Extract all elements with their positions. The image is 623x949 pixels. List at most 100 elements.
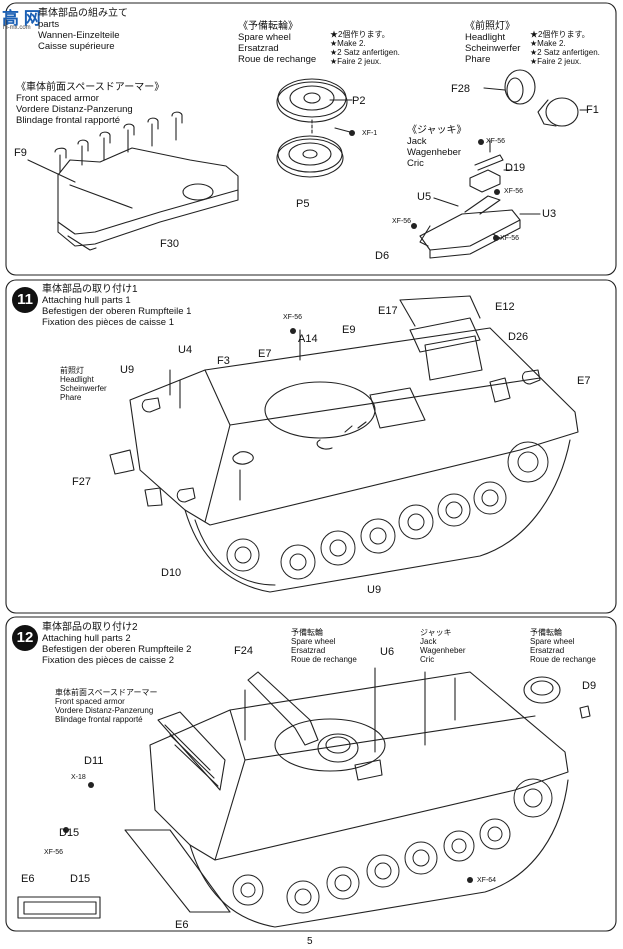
paint-label-xf64: XF-64 (477, 877, 497, 884)
step-11-number: 11 (12, 287, 38, 313)
spare-wheel-caption: 《予備転輪》 Spare wheel Ersatzrad Roue de rec… (238, 21, 316, 65)
paint-label-xf56: XF-56 (504, 188, 524, 195)
headlight-drawing (483, 69, 589, 127)
part-label-u6: U6 (380, 646, 395, 658)
jack-jp: ジャッキ (420, 628, 452, 637)
step-11-jp: 車体部品の取り付け1 (42, 284, 138, 295)
step-11-headlight-caption: 前照灯 Headlight Scheinwerfer Phare (60, 366, 107, 402)
part-label-d6: D6 (375, 250, 390, 262)
step-12-de: Befestigen der oberen Rumpfteile 2 (42, 644, 192, 655)
part-label-f24: F24 (234, 645, 253, 657)
paint-label-x18: X-18 (71, 774, 86, 781)
jack-de: Wagenheber (407, 147, 462, 158)
headlight-caption: 《前照灯》 Headlight Scheinwerfer Phare (465, 21, 520, 65)
note-line: ★Make 2. (330, 39, 366, 48)
hull-parts-de: Wannen-Einzelteile (38, 30, 120, 41)
part-label-d15: D15 (59, 827, 80, 839)
front-armor-en: Front spaced armor (55, 697, 125, 706)
part-label-d19: D19 (505, 162, 526, 174)
paint-dot (290, 328, 296, 334)
paint-dot (493, 235, 499, 241)
step-11-fr: Fixation des pièces de caisse 1 (42, 317, 175, 328)
front-armor-de: Vordere Distanz-Panzerung (16, 104, 133, 115)
part-label-f3: F3 (217, 355, 230, 367)
headlight-en: Headlight (465, 32, 506, 43)
note-line: ★2個作ります。 (530, 30, 590, 39)
spare-wheel-jp: 予備転輪 (291, 628, 323, 637)
jack-caption: 《ジャッキ》 Jack Wagenheber Cric (407, 125, 467, 169)
note-line: ★2 Satz anfertigen. (530, 48, 600, 57)
part-label-d9: D9 (582, 680, 597, 692)
paint-dot (349, 130, 355, 136)
step-12-front-armor-caption: 車体前面スペースドアーマー Front spaced armor Vordere… (55, 688, 158, 724)
part-label-a14: A14 (298, 333, 318, 345)
watermark-logo: 高 网 (2, 9, 41, 28)
front-armor-en: Front spaced armor (16, 93, 99, 104)
paint-label-xf56: XF-56 (500, 235, 520, 242)
step-12-jack-caption: ジャッキ Jack Wagenheber Cric (420, 628, 466, 664)
paint-label-xf56: XF-56 (392, 218, 412, 225)
hull-parts-en: parts (38, 19, 60, 30)
spare-wheel-en: Spare wheel (238, 32, 291, 43)
part-label-e6: E6 (175, 919, 189, 931)
step12-hull-drawing (17, 667, 591, 928)
step-11-de: Befestigen der oberen Rumpfteile 1 (42, 306, 192, 317)
part-label-e9: E9 (342, 324, 356, 336)
part-label-f30: F30 (160, 238, 179, 250)
headlight-jp: 前照灯 (60, 366, 84, 375)
part-label-e12: E12 (495, 301, 515, 313)
paint-dot (411, 223, 417, 229)
part-label-d26: D26 (508, 331, 529, 343)
front-armor-fr: Blindage frontal rapporté (16, 115, 121, 126)
part-label-e6: E6 (21, 873, 35, 885)
part-label-p2: P2 (352, 95, 366, 107)
part-label-u5: U5 (417, 191, 432, 203)
step-12-en: Attaching hull parts 2 (42, 633, 131, 644)
part-label-e7: E7 (577, 375, 591, 387)
headlight-jp: 《前照灯》 (465, 21, 515, 32)
paint-label-xf1: XF-1 (362, 130, 378, 137)
headlight-note: ★2個作ります。 ★Make 2. ★2 Satz anfertigen. ★F… (530, 30, 600, 66)
jack-fr: Cric (407, 158, 424, 169)
part-label-f27: F27 (72, 476, 91, 488)
jack-de: Wagenheber (420, 646, 466, 655)
part-label-e7: E7 (258, 348, 272, 360)
part-label-d10: D10 (161, 567, 182, 579)
front-armor-caption: 《車体前面スペースドアーマー》 Front spaced armor Vorde… (16, 82, 164, 126)
part-label-p5: P5 (296, 198, 310, 210)
step-12-fr: Fixation des pièces de caisse 2 (42, 655, 175, 666)
step-12-jp: 車体部品の取り付け2 (42, 622, 138, 633)
step11-hull-drawing (109, 295, 579, 593)
paint-dot (494, 189, 500, 195)
paint-dot (88, 782, 94, 788)
spare-wheel-de: Ersatzrad (530, 646, 565, 655)
spare-wheel-fr: Roue de rechange (530, 655, 596, 664)
spare-wheel-de: Ersatzrad (238, 43, 279, 54)
spare-wheel-drawing (276, 78, 353, 178)
part-label-d11: D11 (84, 755, 104, 767)
part-label-f28: F28 (451, 83, 470, 95)
page-number: 5 (307, 936, 313, 947)
note-line: ★Faire 2 jeux. (330, 57, 382, 66)
hull-parts-jp: 車体部品の組み立て (38, 8, 128, 19)
headlight-fr: Phare (60, 393, 82, 402)
note-line: ★2 Satz anfertigen. (330, 48, 400, 57)
paint-dot (478, 139, 484, 145)
part-label-u3: U3 (542, 208, 557, 220)
note-line: ★Make 2. (530, 39, 566, 48)
jack-en: Jack (420, 637, 437, 646)
paint-label-xf56: XF-56 (44, 849, 64, 856)
step-11-en: Attaching hull parts 1 (42, 295, 131, 306)
spare-wheel-jp: 予備転輪 (530, 628, 562, 637)
front-armor-jp: 《車体前面スペースドアーマー》 (16, 82, 165, 93)
note-line: ★Faire 2 jeux. (530, 57, 582, 66)
part-label-u9: U9 (367, 584, 382, 596)
part-label-u9: U9 (120, 364, 135, 376)
paint-dot (467, 877, 473, 883)
jack-jp: 《ジャッキ》 (407, 125, 467, 136)
spare-wheel-jp: 《予備転輪》 (238, 21, 298, 32)
spare-wheel-en: Spare wheel (291, 637, 336, 646)
front-armor-drawing (27, 111, 239, 251)
step-11-caption: 車体部品の取り付け1 Attaching hull parts 1 Befest… (42, 284, 191, 328)
